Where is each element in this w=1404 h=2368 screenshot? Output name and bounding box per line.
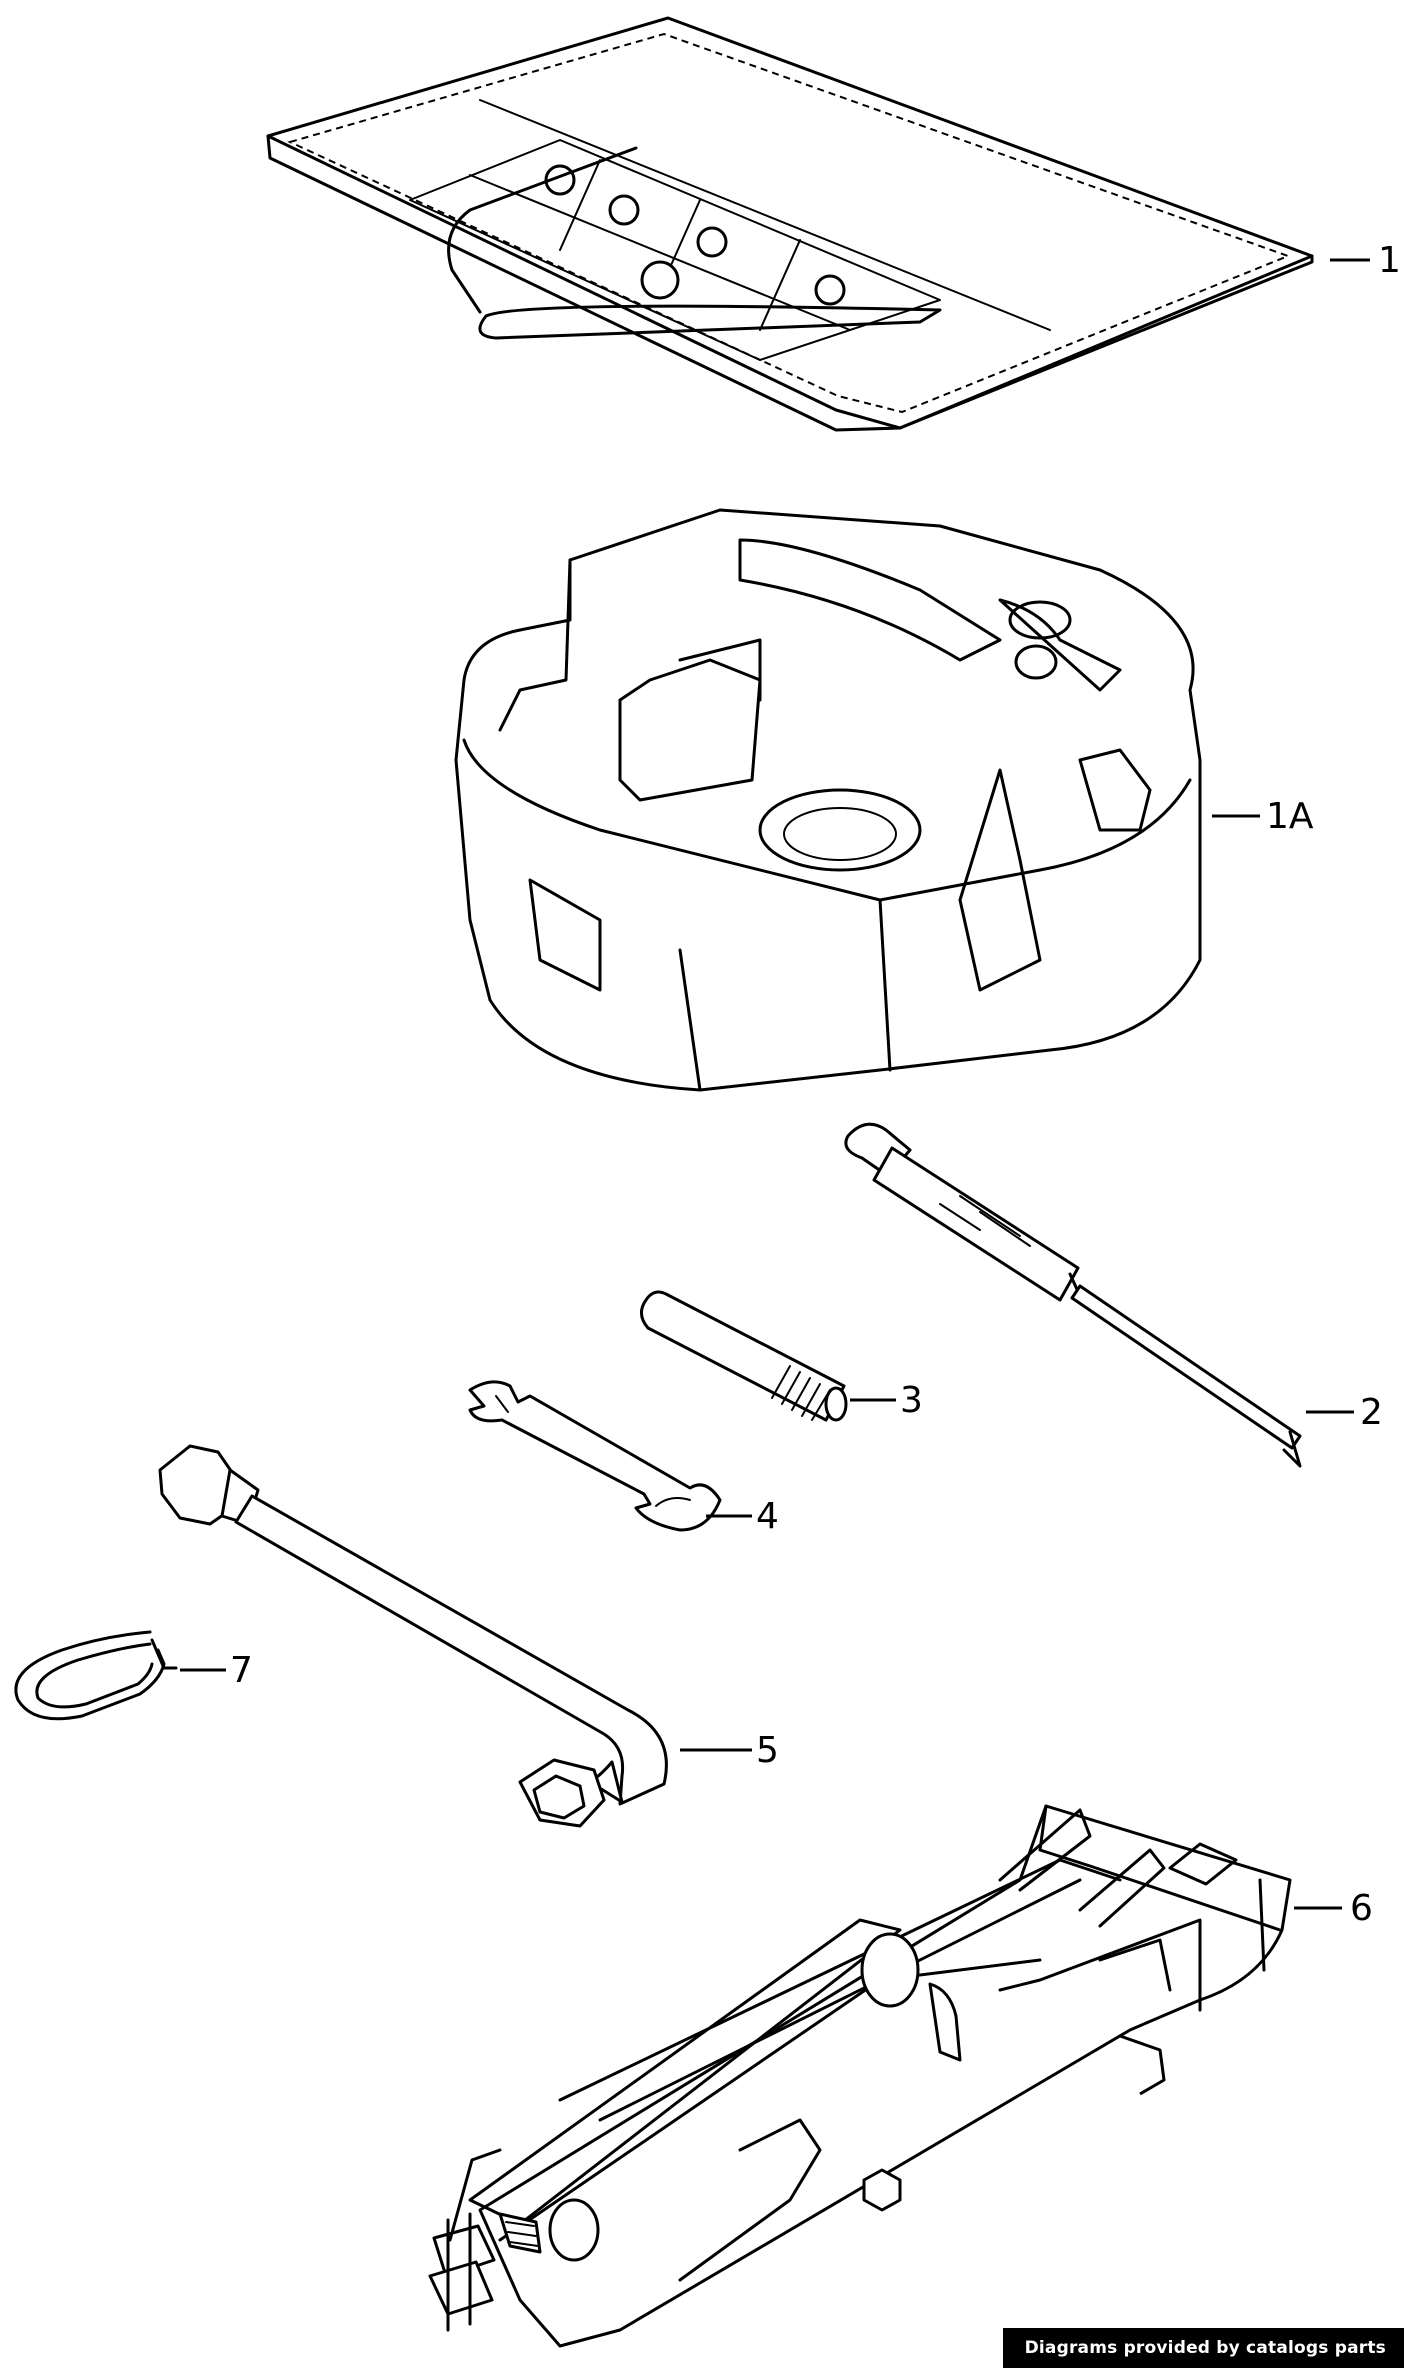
callout-6: 6 bbox=[1350, 1888, 1373, 1929]
callout-4: 4 bbox=[756, 1496, 779, 1537]
part-5-wheel-brace: 5 bbox=[158, 1444, 779, 1828]
callout-1: 1 bbox=[1378, 240, 1401, 281]
callout-5: 5 bbox=[756, 1730, 779, 1771]
callout-2: 2 bbox=[1360, 1392, 1383, 1433]
part-4-wrench: 4 bbox=[468, 1380, 779, 1537]
attribution-footer: Diagrams provided by catalogs parts bbox=[1002, 2328, 1404, 2368]
bolt-icons bbox=[544, 164, 846, 306]
part-3-threaded-rod: 3 bbox=[640, 1290, 923, 1422]
part-6-scissor-jack: 6 bbox=[428, 1804, 1373, 2348]
part-7-hook: 7 bbox=[14, 1630, 253, 1721]
callout-1a: 1A bbox=[1266, 796, 1314, 837]
callout-7: 7 bbox=[230, 1650, 253, 1691]
part-1a-tool-tray: 1A bbox=[454, 508, 1314, 1092]
part-2-screwdriver: 2 bbox=[844, 1122, 1383, 1468]
part-1-tool-bag: 1 bbox=[266, 16, 1401, 432]
callout-3: 3 bbox=[900, 1380, 923, 1421]
